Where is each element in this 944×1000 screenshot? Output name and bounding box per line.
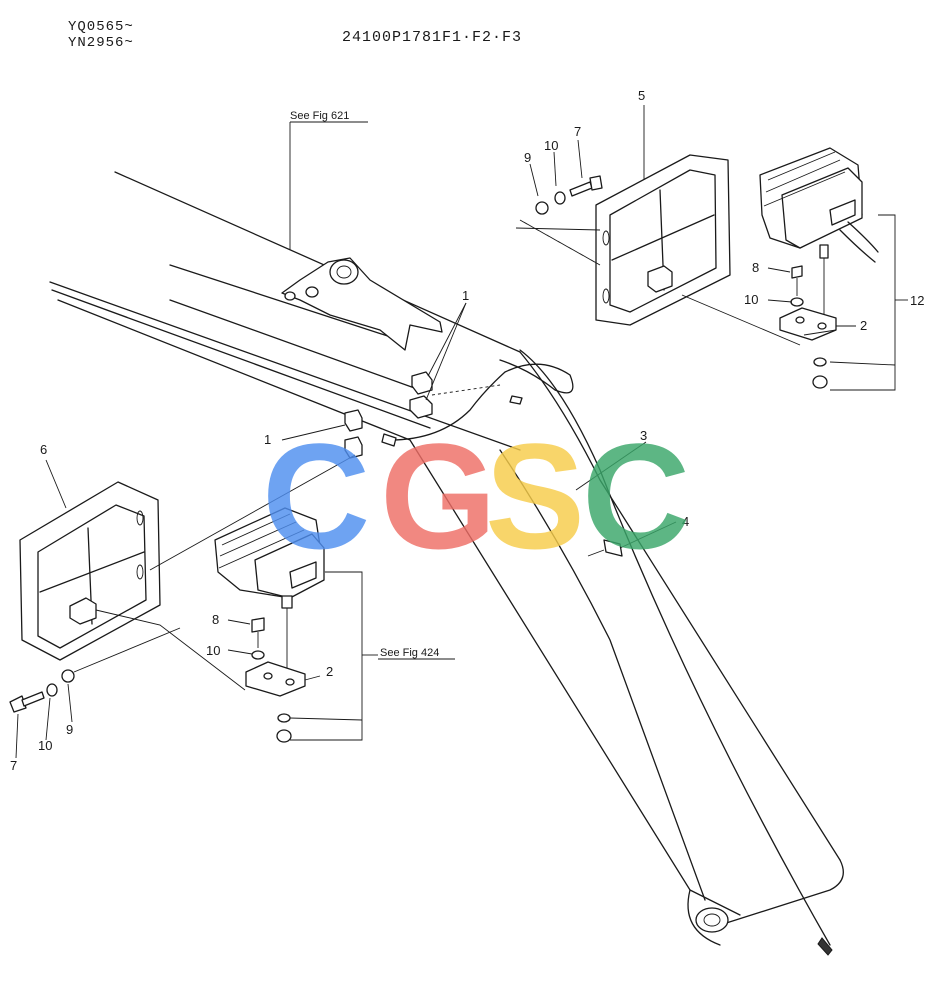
callout-10-lower-b: 10	[38, 738, 52, 753]
serial-range-yq: YQ0565~	[68, 19, 134, 35]
callout-12: 12	[910, 293, 924, 308]
bracket-hardware-upper	[515, 175, 837, 389]
serial-range-yn: YN2956~	[68, 35, 134, 51]
work-light-lower	[214, 507, 378, 741]
light-guard-lower	[19, 454, 356, 691]
callout-6: 6	[40, 442, 47, 457]
leader-lines	[15, 105, 856, 759]
see-fig-424-ref: See Fig 424	[380, 647, 439, 659]
wire-clips	[344, 371, 501, 459]
callout-7-lower: 7	[10, 758, 17, 773]
callout-10-upper-a: 10	[544, 138, 558, 153]
callout-10-lower-a: 10	[206, 643, 220, 658]
callout-8-lower: 8	[212, 612, 219, 627]
callout-1-upper: 1	[462, 288, 469, 303]
callout-3: 3	[640, 428, 647, 443]
assembly-part-number: 24100P1781F1·F2·F3	[342, 29, 523, 46]
watermark-letter-g: G	[380, 412, 497, 580]
work-light-upper	[759, 147, 908, 391]
watermark-letter-c1: C	[262, 412, 370, 580]
light-guard-upper	[519, 154, 731, 326]
callout-9-lower: 9	[66, 722, 73, 737]
bracket-hardware-lower	[9, 617, 321, 743]
callout-8-upper: 8	[752, 260, 759, 275]
cylinder-bracket	[281, 257, 443, 351]
watermark-logo: C G S C	[262, 412, 690, 580]
callout-2-lower: 2	[326, 664, 333, 679]
callout-5: 5	[638, 88, 645, 103]
callout-2-upper: 2	[860, 318, 867, 333]
boom-foot-pin	[695, 907, 729, 933]
callout-7-upper: 7	[574, 124, 581, 139]
watermark-letter-s: S	[485, 412, 585, 580]
callout-9-upper: 9	[524, 150, 531, 165]
clamp-4	[587, 539, 623, 557]
callout-10-upper-b: 10	[744, 292, 758, 307]
callout-numbers: 1 1 2 2 3 4 5 6 7 7 8 8 9 9 10 10 10 10 …	[10, 88, 924, 773]
watermark-letter-c2: C	[582, 412, 690, 580]
callout-4: 4	[682, 514, 689, 529]
see-fig-621-ref: See Fig 621	[290, 110, 349, 122]
callout-1-lower: 1	[264, 432, 271, 447]
arm-wiring	[381, 349, 833, 956]
